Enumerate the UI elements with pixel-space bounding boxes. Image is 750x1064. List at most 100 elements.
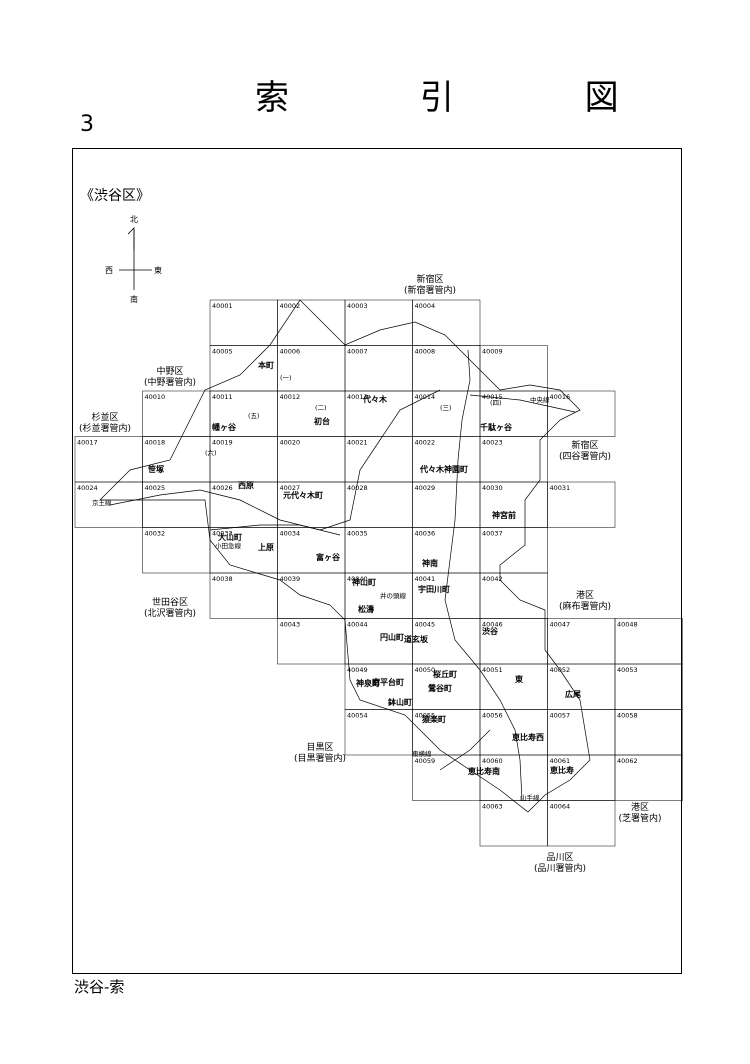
grid-code-label: 40038: [212, 575, 233, 583]
district-label: 南平台町: [372, 677, 404, 687]
grid-cell[interactable]: [547, 390, 616, 437]
grid-code-label: 40044: [347, 621, 368, 629]
grid-code-label: 40007: [347, 348, 368, 356]
grid-code-label: 40020: [280, 439, 301, 447]
grid-code-label: 40051: [482, 666, 503, 674]
n-minato-azabu-label: 港区: [576, 589, 594, 601]
district-label: 本町: [257, 360, 274, 370]
n-setagaya-label: (北沢署管内): [144, 607, 196, 619]
grid-code-label: 40028: [347, 484, 368, 492]
grid-code-label: 40022: [415, 439, 436, 447]
n-minato-shiba-label: 港区: [631, 801, 649, 813]
grid-code-label: 40027: [280, 484, 301, 492]
grid-code-label: 40013: [347, 393, 368, 401]
grid-code-label: 40048: [617, 621, 638, 629]
district-label: 広尾: [565, 689, 581, 699]
grid-code-label: 40001: [212, 302, 233, 310]
grid-code-label: 40034: [280, 530, 301, 538]
grid-code-label: 40058: [617, 712, 638, 720]
compass-rose: 北 南 東 西: [105, 215, 162, 304]
district-label: 恵比寿南: [468, 766, 500, 776]
grid-code-label: 40049: [347, 666, 368, 674]
district-label: 神宮前: [492, 510, 516, 520]
district-label: 宇田川町: [418, 584, 450, 594]
grid-code-label: 40004: [415, 302, 436, 310]
grid-cell[interactable]: [547, 800, 616, 847]
grid-code-label: 40021: [347, 439, 368, 447]
grid-code-label: 40047: [550, 621, 571, 629]
grid-code-label: 40019: [212, 439, 233, 447]
railway-label: 井の頭線: [380, 591, 407, 600]
n-meguro-label: (目黒署管内): [294, 752, 346, 764]
district-label: 西原: [238, 481, 254, 490]
subdivision-marker: (六): [205, 448, 217, 457]
grid-code-label: 40057: [550, 712, 571, 720]
grid-code-label: 40036: [415, 530, 436, 538]
district-label: 鉢山町: [388, 697, 412, 707]
district-label: 代々木: [362, 394, 388, 404]
n-shinagawa-label: 品川区: [546, 852, 573, 863]
compass-south-label: 南: [130, 294, 138, 304]
n-shinjuku-right-label: (四谷署管内): [559, 450, 611, 462]
grid-code-label: 40018: [145, 439, 166, 447]
n-suginami-label: (杉並署管内): [79, 422, 131, 434]
compass-west-label: 西: [105, 266, 113, 275]
grid-code-label: 40023: [482, 439, 503, 447]
district-label: 円山町: [380, 632, 404, 642]
grid-code-label: 40063: [482, 803, 503, 811]
compass-east-label: 東: [154, 265, 162, 275]
grid-code-label: 40010: [145, 393, 166, 401]
grid-code-label: 40035: [347, 530, 368, 538]
grid-code-label: 40039: [280, 575, 301, 583]
grid-code-label: 40014: [415, 393, 436, 401]
grid-cell[interactable]: [547, 481, 616, 528]
grid-code-label: 40041: [415, 575, 436, 583]
district-label: 初台: [314, 416, 330, 426]
grid-code-label: 40029: [415, 484, 436, 492]
district-labels: 本町幡ヶ谷笹塚西原元代々木町大山町上原富ヶ谷初台代々木千駄ヶ谷代々木神園町神宮前…: [92, 360, 581, 802]
subdivision-marker: (一): [280, 374, 292, 382]
grid-code-label: 40008: [415, 348, 436, 356]
grid-code-label: 40059: [415, 757, 436, 765]
grid-code-label: 40043: [280, 621, 301, 629]
grid-cell[interactable]: [614, 754, 683, 801]
n-nakano-label: (中野署管内): [144, 376, 196, 388]
grid-code-label: 40032: [145, 530, 166, 538]
district-label: 代々木神園町: [419, 464, 468, 474]
n-meguro-label: 目黒区: [306, 742, 333, 753]
grid-code-label: 40002: [280, 302, 301, 310]
grid-code-label: 40060: [482, 757, 503, 765]
grid-code-label: 40011: [212, 393, 233, 401]
railway-label: 東横線: [412, 749, 432, 758]
district-label: 桜丘町: [433, 669, 457, 679]
district-label: 道玄坂: [404, 634, 429, 644]
grid-code-label: 40005: [212, 348, 233, 356]
n-minato-shiba-label: (芝署管内): [618, 812, 661, 824]
grid-code-label: 40030: [482, 484, 503, 492]
railway-label: 山手線: [520, 793, 540, 802]
n-setagaya-label: 世田谷区: [152, 596, 188, 608]
grid-code-label: 40037: [482, 530, 503, 538]
subdivision-marker: (二): [315, 404, 327, 412]
grid-code-label: 40012: [280, 393, 301, 401]
subdivision-marker: (四): [490, 399, 502, 407]
grid-code-label: 40009: [482, 348, 503, 356]
grid-code-label: 40024: [77, 484, 98, 492]
n-suginami-label: 杉並区: [91, 411, 118, 423]
n-shinjuku-top-label: 新宿区: [416, 273, 443, 285]
district-label: 恵比寿: [550, 765, 574, 775]
grid-code-label: 40054: [347, 712, 368, 720]
district-label: 神山町: [352, 577, 376, 587]
grid-code-label: 40026: [212, 484, 233, 492]
map-frame: [72, 148, 682, 974]
district-label: 大山町: [218, 532, 242, 542]
page-footer: 渋谷-索: [74, 978, 125, 996]
district-label: 恵比寿西: [512, 732, 544, 742]
grid-code-label: 40006: [280, 348, 301, 356]
grid-code-label: 40016: [550, 393, 571, 401]
district-label: 幡ヶ谷: [212, 422, 237, 432]
n-shinjuku-top-label: (新宿署管内): [404, 284, 456, 296]
district-label: 富ヶ谷: [316, 552, 341, 562]
grid-code-label: 40003: [347, 302, 368, 310]
